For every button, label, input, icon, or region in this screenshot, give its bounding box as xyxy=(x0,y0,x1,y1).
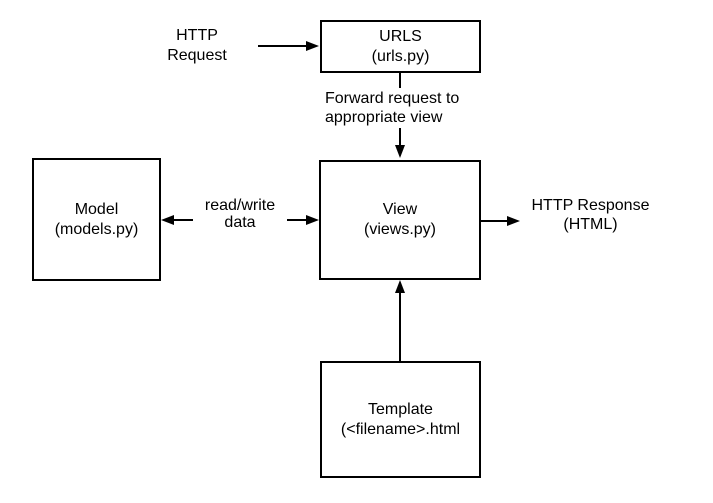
urls-node: URLS (urls.py) xyxy=(320,20,481,73)
template-node-subtitle: (<filename>.html xyxy=(340,420,461,438)
arrowhead-right-icon xyxy=(306,41,319,51)
forward-request-label-line1: Forward request to xyxy=(325,90,460,107)
arrow-view-to-http-response xyxy=(481,220,507,222)
forward-request-label: Forward request to appropriate view xyxy=(323,88,462,128)
http-response-label-line1: HTTP Response xyxy=(531,197,650,214)
arrow-template-to-view xyxy=(399,293,401,361)
view-node-subtitle: (views.py) xyxy=(363,221,436,238)
view-node: View (views.py) xyxy=(319,160,481,280)
http-request-label-line1: HTTP xyxy=(176,27,218,44)
http-request-label: HTTP Request xyxy=(148,26,246,66)
urls-node-subtitle: (urls.py) xyxy=(371,47,430,65)
http-response-label-line2: (HTML) xyxy=(563,216,618,233)
arrow-http-request-to-urls xyxy=(258,45,307,47)
model-node: Model (models.py) xyxy=(32,158,161,281)
http-request-label-line2: Request xyxy=(167,47,227,64)
http-response-label: HTTP Response (HTML) xyxy=(528,196,653,234)
read-write-data-label-line2: data xyxy=(224,214,256,231)
arrowhead-up-icon xyxy=(395,280,405,293)
read-write-data-label: read/write data xyxy=(193,196,287,232)
arrowhead-right-icon xyxy=(507,216,520,226)
arrowhead-left-icon xyxy=(161,215,174,225)
forward-request-label-line2: appropriate view xyxy=(325,109,443,126)
model-node-title: Model xyxy=(74,200,119,218)
arrowhead-down-icon xyxy=(395,145,405,158)
template-node-title: Template xyxy=(368,400,433,418)
urls-node-title: URLS xyxy=(379,27,422,45)
model-node-subtitle: (models.py) xyxy=(54,220,139,238)
read-write-data-label-line1: read/write xyxy=(204,197,276,214)
template-node: Template (<filename>.html xyxy=(320,361,481,478)
view-node-title: View xyxy=(382,201,418,218)
arrowhead-right-icon xyxy=(306,215,319,225)
